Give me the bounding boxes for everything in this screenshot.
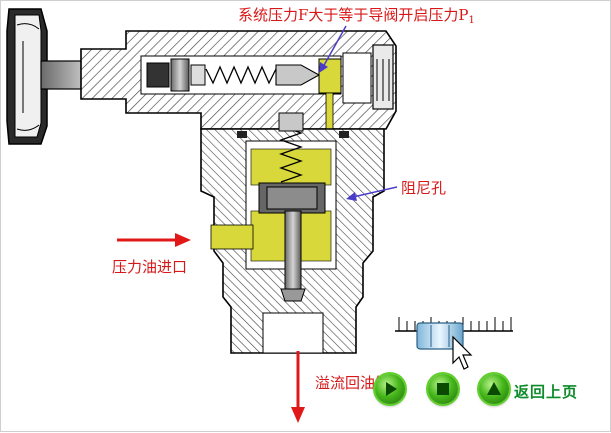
overflow-return-label: 溢流回油箱 xyxy=(315,374,391,392)
pilot-housing xyxy=(80,30,397,130)
stop-icon xyxy=(437,383,449,395)
play-icon xyxy=(386,382,397,396)
stop-button[interactable] xyxy=(428,374,458,404)
slider-thumb[interactable] xyxy=(416,322,464,350)
pilot-pressure-label: 系统压力F大于等于导阀开启压力P1 xyxy=(238,6,475,30)
outlet-arrow xyxy=(291,351,305,423)
page-up-button[interactable] xyxy=(479,374,509,404)
handwheel xyxy=(6,8,48,145)
slider-ticks xyxy=(398,317,512,331)
inlet-arrow xyxy=(117,233,191,247)
pressure-inlet-label: 压力油进口 xyxy=(112,258,188,276)
play-button[interactable] xyxy=(375,374,405,404)
pointer-top xyxy=(322,25,347,68)
pilot-pressure-subscript: 1 xyxy=(468,15,475,26)
damping-orifice-label: 阻尼孔 xyxy=(401,179,447,197)
up-triangle-icon xyxy=(487,382,501,395)
back-to-previous-page-link[interactable]: 返回上页 xyxy=(514,383,579,401)
main-valve-body xyxy=(200,112,385,354)
mouse-cursor-icon xyxy=(452,335,473,370)
pointer-orifice xyxy=(352,186,398,198)
speed-slider[interactable] xyxy=(395,317,513,370)
pilot-pressure-text: 系统压力F大于等于导阀开启压力P xyxy=(238,6,469,24)
